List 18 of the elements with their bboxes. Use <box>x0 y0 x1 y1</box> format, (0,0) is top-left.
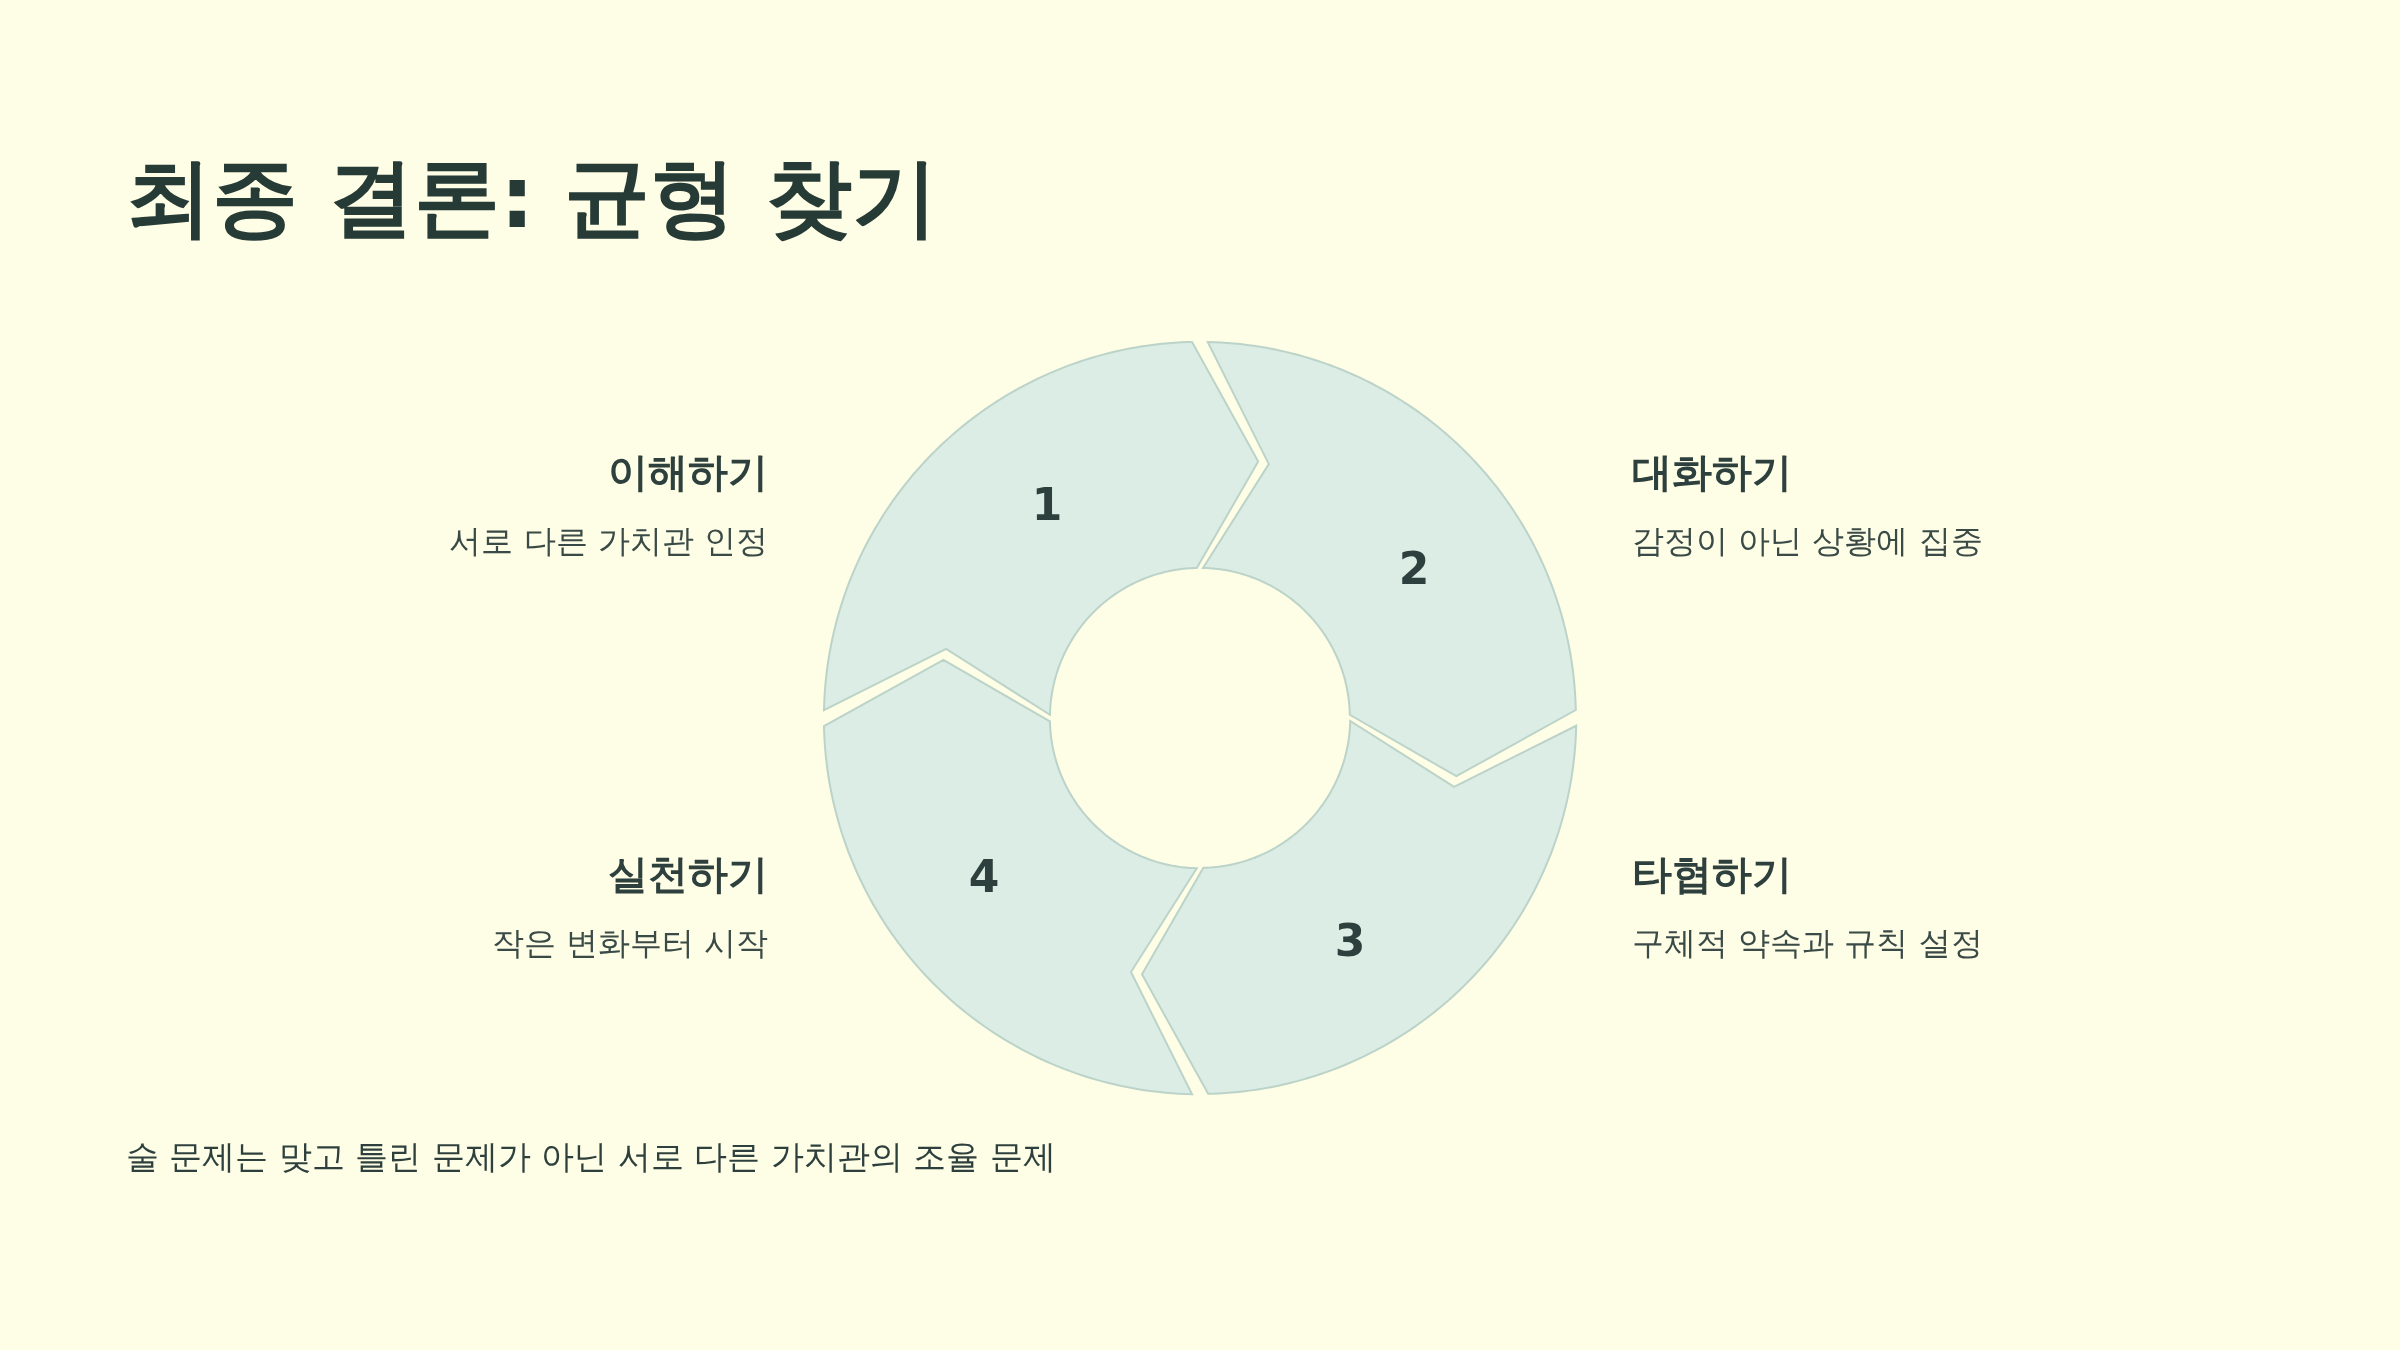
cycle-segment <box>824 659 1197 1094</box>
step-description: 구체적 약속과 규칙 설정 <box>1632 924 1983 963</box>
step-description: 감정이 아닌 상황에 집중 <box>1632 522 1983 561</box>
step-number: 1 <box>1031 483 1063 527</box>
step-heading: 타협하기 <box>1632 850 1792 898</box>
step-description: 작은 변화부터 시작 <box>491 924 768 963</box>
step-number: 3 <box>1334 919 1366 963</box>
step-heading: 실천하기 <box>608 850 768 898</box>
step-number: 4 <box>968 855 1000 899</box>
step-heading: 이해하기 <box>608 448 768 496</box>
cycle-segment <box>824 342 1259 715</box>
cycle-segment <box>1141 721 1576 1094</box>
step-number: 2 <box>1398 547 1430 591</box>
step-description: 서로 다른 가치관 인정 <box>449 522 768 561</box>
step-heading: 대화하기 <box>1632 448 1792 496</box>
conclusion-note: 술 문제는 맞고 틀린 문제가 아닌 서로 다른 가치관의 조율 문제 <box>126 1136 1056 1178</box>
cycle-segment <box>1203 342 1576 777</box>
title: 최종 결론: 균형 찾기 <box>126 150 939 245</box>
